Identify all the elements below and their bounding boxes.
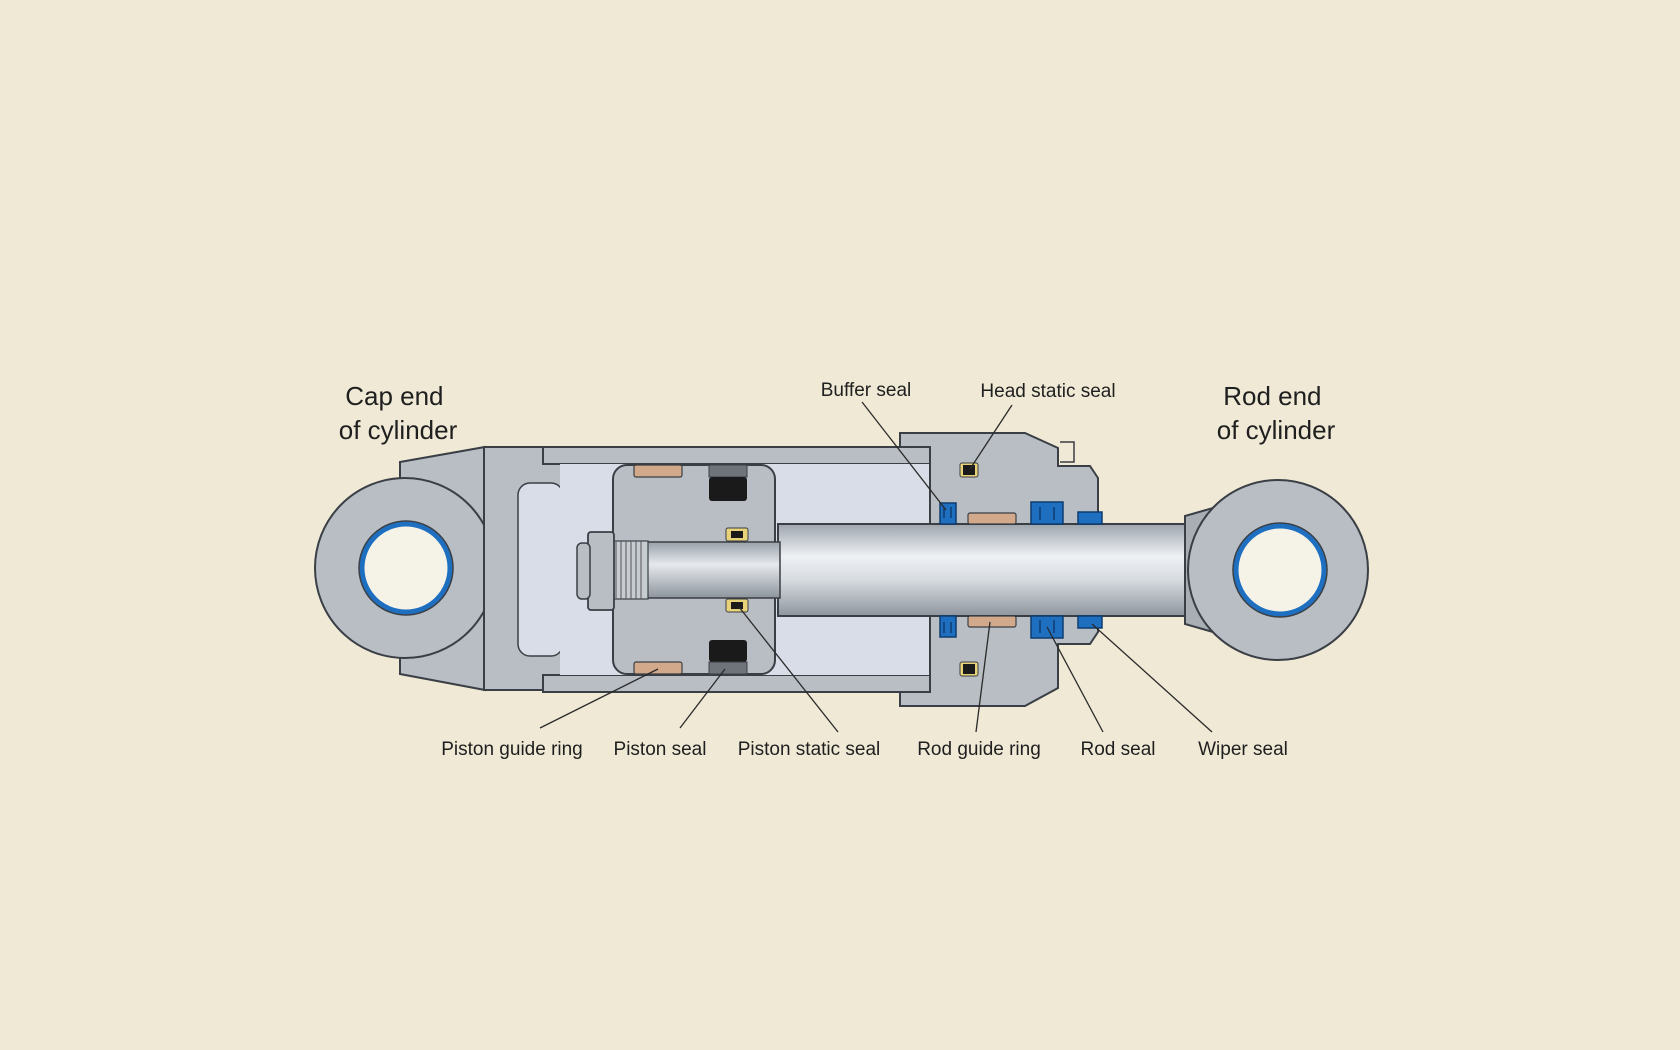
head-seals [939, 462, 1103, 677]
leader-lines [539, 401, 1213, 733]
rod-end-bore [1233, 523, 1327, 617]
buffer-seal-bottom [939, 615, 957, 638]
piston-seal-top [709, 477, 747, 501]
cap-end-clevis [314, 445, 496, 692]
label-piston-seal: Piston seal [614, 739, 707, 760]
cap-end-title-line-2: of cylinder [339, 415, 458, 445]
piston-guide-ring-top [633, 464, 683, 478]
label-rod-guide-ring: Rod guide ring [917, 739, 1041, 760]
piston-rod [777, 523, 1191, 617]
piston-guide-ring-bottom [633, 661, 683, 675]
rod-end-eye [1184, 479, 1369, 661]
label-head-static-seal: Head static seal [980, 381, 1115, 402]
rod-guide-ring-top [967, 512, 1017, 525]
rod-end-title-line-1: Rod end [1223, 381, 1321, 411]
cap-end-title-line-1: Cap end [345, 381, 443, 411]
label-buffer-seal: Buffer seal [821, 380, 911, 401]
cap-end-bore [359, 521, 453, 615]
rod-end-title: Rod end of cylinder [1217, 381, 1336, 445]
label-piston-guide-ring: Piston guide ring [441, 739, 583, 760]
rod-thread [611, 540, 649, 600]
label-wiper-seal: Wiper seal [1198, 739, 1288, 760]
cap-end-title: Cap end of cylinder [339, 381, 458, 445]
wiper-seal-bottom [1077, 615, 1103, 629]
label-piston-static-seal: Piston static seal [738, 739, 881, 760]
piston-nut [587, 531, 615, 611]
rod-end-title-line-2: of cylinder [1217, 415, 1336, 445]
wiper-seal-top [1077, 511, 1103, 525]
rod-guide-ring-bottom [967, 615, 1017, 628]
label-rod-seal: Rod seal [1081, 739, 1156, 760]
piston [576, 464, 781, 675]
cap-end-block [483, 446, 565, 691]
piston-seal-bottom [709, 640, 747, 662]
rod-seal-top [1030, 501, 1064, 525]
